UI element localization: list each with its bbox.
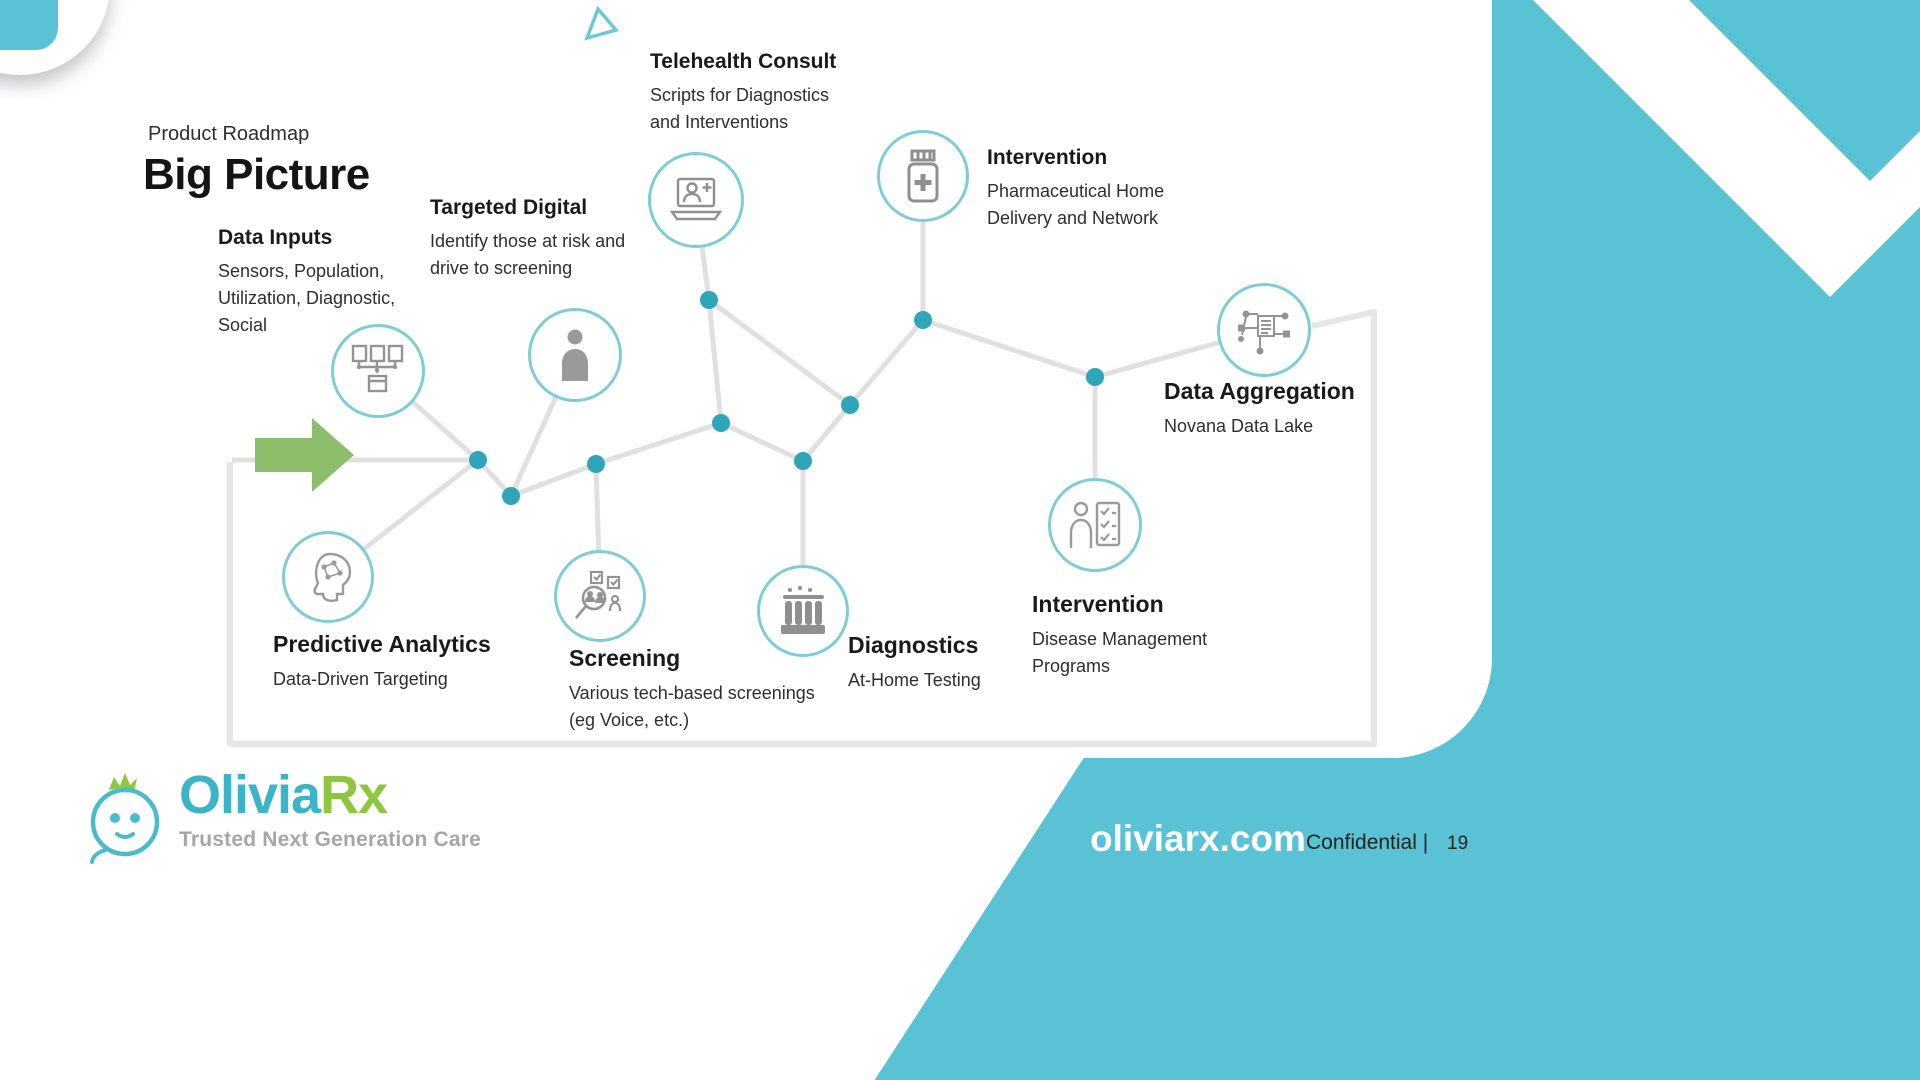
node-desc-telehealth-consult: Scripts for Diagnostics and Intervention… bbox=[650, 85, 830, 132]
node-icon-diagnostics bbox=[757, 565, 849, 657]
top-left-teal-corner bbox=[0, 0, 58, 50]
node-title-data-inputs: Data Inputs bbox=[218, 226, 333, 249]
data-network-icon bbox=[1238, 310, 1290, 355]
junction-dots bbox=[469, 291, 1104, 505]
node-icon-telehealth-consult bbox=[648, 152, 744, 248]
node-label-diagnostics: Diagnostics At-Home Testing bbox=[848, 632, 1058, 694]
node-icon-targeted-digital bbox=[528, 308, 622, 402]
node-desc-intervention-disease: Disease Management Programs bbox=[1032, 629, 1208, 676]
node-icon-predictive-analytics bbox=[282, 531, 374, 623]
website-url: oliviarx.com bbox=[1090, 818, 1306, 859]
node-desc-screening: Various tech-based screenings (eg Voice,… bbox=[569, 683, 815, 730]
node-title-intervention-disease: Intervention bbox=[1032, 591, 1164, 617]
logo-wordmark: OliviaRx bbox=[179, 768, 481, 822]
person-icon bbox=[562, 329, 588, 381]
node-label-data-inputs: Data Inputs Sensors, Population, Utiliza… bbox=[218, 226, 418, 339]
node-desc-diagnostics: At-Home Testing bbox=[848, 670, 981, 690]
node-icon-data-aggregation bbox=[1217, 283, 1311, 377]
node-label-predictive-analytics: Predictive Analytics Data-Driven Targeti… bbox=[273, 631, 513, 693]
node-title-predictive-analytics: Predictive Analytics bbox=[273, 631, 491, 657]
page-number: 19 bbox=[1447, 833, 1469, 854]
node-title-data-aggregation: Data Aggregation bbox=[1164, 378, 1355, 404]
node-desc-data-inputs: Sensors, Population, Utilization, Diagno… bbox=[218, 261, 396, 335]
node-label-targeted-digital: Targeted Digital Identify those at risk … bbox=[430, 196, 648, 282]
node-title-targeted-digital: Targeted Digital bbox=[430, 196, 588, 219]
test-tubes-icon bbox=[781, 586, 825, 634]
confidential-label: Confidential | bbox=[1306, 831, 1429, 854]
node-title-diagnostics: Diagnostics bbox=[848, 632, 979, 658]
node-label-telehealth-consult: Telehealth Consult Scripts for Diagnosti… bbox=[650, 50, 845, 136]
node-title-telehealth-consult: Telehealth Consult bbox=[650, 50, 837, 73]
telehealth-laptop-icon bbox=[669, 177, 723, 221]
page-title: Big Picture bbox=[143, 150, 370, 199]
node-icon-screening bbox=[554, 550, 646, 642]
triangle-outline-decoration bbox=[584, 6, 620, 41]
node-icon-intervention-disease bbox=[1048, 478, 1142, 572]
slide-kicker: Product Roadmap bbox=[148, 123, 310, 145]
logo-part-olivia: Olivia bbox=[179, 765, 321, 825]
node-desc-predictive-analytics: Data-Driven Targeting bbox=[273, 669, 448, 689]
node-desc-intervention-pharma: Pharmaceutical Home Delivery and Network bbox=[987, 181, 1165, 228]
node-label-screening: Screening Various tech-based screenings … bbox=[569, 645, 827, 734]
slide-card-background bbox=[0, 0, 1492, 758]
logo-text: OliviaRx Trusted Next Generation Care bbox=[179, 768, 481, 852]
feedback-loop-line bbox=[227, 309, 1377, 747]
screening-magnifier-icon bbox=[575, 570, 622, 619]
node-desc-targeted-digital: Identify those at risk and drive to scre… bbox=[430, 231, 626, 278]
care-checklist-icon bbox=[1069, 501, 1121, 548]
oliviarx-logo: OliviaRx Trusted Next Generation Care bbox=[75, 768, 481, 868]
node-label-intervention-pharma: Intervention Pharmaceutical Home Deliver… bbox=[987, 146, 1177, 232]
predictive-brain-icon bbox=[313, 552, 352, 602]
data-inputs-icon bbox=[351, 344, 404, 393]
node-desc-data-aggregation: Novana Data Lake bbox=[1164, 416, 1314, 436]
oliviarx-face-icon bbox=[90, 773, 160, 864]
node-label-intervention-disease: Intervention Disease Management Programs bbox=[1032, 591, 1222, 680]
node-title-screening: Screening bbox=[569, 645, 681, 671]
green-flow-arrow-icon bbox=[255, 418, 354, 492]
logo-tagline: Trusted Next Generation Care bbox=[179, 828, 482, 851]
pill-bottle-icon bbox=[907, 149, 939, 203]
node-icon-intervention-pharma bbox=[877, 130, 969, 222]
node-title-intervention-pharma: Intervention bbox=[987, 146, 1108, 169]
node-icon-data-inputs bbox=[331, 324, 425, 418]
logo-part-rx: Rx bbox=[320, 765, 388, 825]
node-label-data-aggregation: Data Aggregation Novana Data Lake bbox=[1164, 378, 1394, 440]
